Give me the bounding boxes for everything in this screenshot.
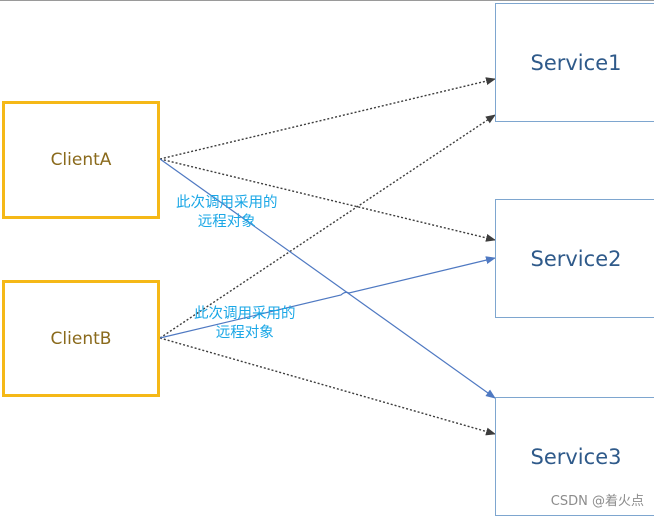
annotation-clienta-line1: 此次调用采用的 xyxy=(176,195,278,211)
edge-clienta-service1 xyxy=(159,77,496,160)
service1-box: Service1 xyxy=(495,3,654,122)
client-b-box: ClientB xyxy=(2,280,160,397)
edge-clientb-service2-active xyxy=(159,256,496,339)
client-a-box: ClientA xyxy=(2,101,160,219)
annotation-clienta-line2: 远程对象 xyxy=(197,214,256,230)
top-border-line xyxy=(0,0,654,1)
edge-clienta-service2 xyxy=(159,158,496,242)
annotation-clientb-line1: 此次调用采用的 xyxy=(194,306,296,322)
edge-clientb-service3 xyxy=(159,337,496,436)
service1-label: Service1 xyxy=(530,50,622,75)
watermark: CSDN @着火点 xyxy=(550,494,644,509)
edge-clientb-service1 xyxy=(159,114,496,339)
edge-clienta-service3-active xyxy=(159,158,496,399)
service3-label: Service3 xyxy=(530,444,622,469)
annotation-clientb-line2: 远程对象 xyxy=(215,325,274,341)
service2-label: Service2 xyxy=(530,246,622,271)
service3-box: Service3 xyxy=(495,397,654,516)
service2-box: Service2 xyxy=(495,199,654,318)
client-b-label: ClientB xyxy=(50,328,112,349)
annotation-clientb: 此次调用采用的 远程对象 xyxy=(194,305,296,343)
client-a-label: ClientA xyxy=(50,150,112,170)
annotation-clienta: 此次调用采用的 远程对象 xyxy=(176,194,278,232)
